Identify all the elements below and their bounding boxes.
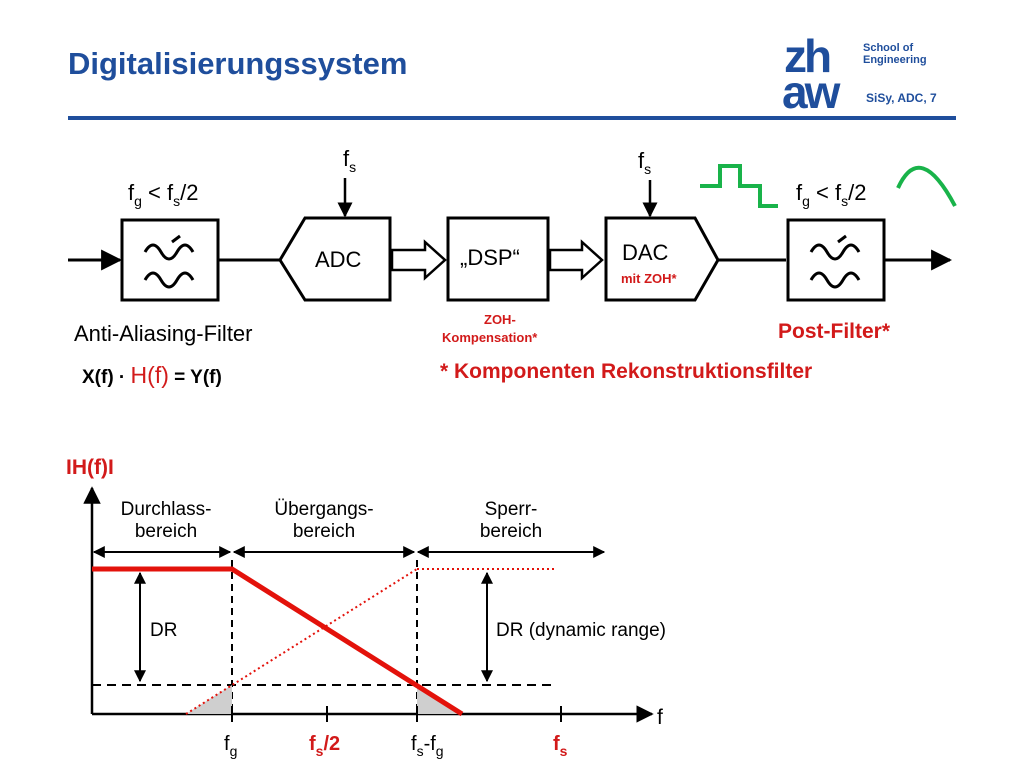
school-line-1: School of <box>863 42 914 54</box>
zhaw-logo-bottom: aw <box>782 66 840 118</box>
transition-band-label: Übergangs-bereich <box>274 499 374 542</box>
dac-label: DAC <box>622 240 669 265</box>
dac-block <box>604 216 720 302</box>
school-line-2: Engineering <box>863 54 927 66</box>
adc-to-dsp-arrow <box>390 239 447 281</box>
passband-label: Durchlass-bereich <box>120 499 212 542</box>
post-filter-block <box>786 218 886 302</box>
dac-fs-label: fs <box>638 148 652 177</box>
school-of-engineering-label: School of Engineering <box>863 42 927 66</box>
adc-block <box>278 216 392 302</box>
dac-zoh-sublabel: mit ZOH* <box>621 271 677 286</box>
x-axis-label: f <box>657 706 663 729</box>
stopband-label: Sperr-bereich <box>479 499 543 542</box>
smooth-signal-icon <box>896 165 957 207</box>
adc-fs-label: fs <box>343 146 357 175</box>
dr-left-label: DR <box>150 620 178 641</box>
output-bandwidth-condition: fg < fs/2 <box>796 180 867 209</box>
input-bandwidth-condition: fg < fs/2 <box>128 180 199 209</box>
reconstruction-filter-note: * Komponenten Rekonstruktionsfilter <box>440 360 813 383</box>
anti-aliasing-filter-block <box>120 218 220 302</box>
anti-aliasing-filter-label: Anti-Aliasing-Filter <box>74 321 253 346</box>
adc-label: ADC <box>315 247 362 272</box>
tick-label-fs: fs <box>553 733 568 759</box>
zoh-compensation-line2: Kompensation* <box>442 330 538 345</box>
zoh-compensation-line1: ZOH- <box>484 312 516 327</box>
tick-label-fg: fg <box>224 733 238 759</box>
filter-equation: X(f) · H(f) = Y(f) <box>82 362 222 388</box>
page-title: Digitalisierungssystem <box>68 46 408 81</box>
tick-label-fs-half: fs/2 <box>309 733 341 759</box>
dsp-block <box>446 216 550 302</box>
post-filter-label: Post-Filter* <box>778 320 891 343</box>
zhaw-logo-top: zh <box>784 30 832 82</box>
slide-reference: SiSy, ADC, 7 <box>866 91 937 105</box>
mirrored-response-slope <box>185 568 418 715</box>
dr-right-label: DR (dynamic range) <box>496 620 666 641</box>
header-rule <box>68 116 956 120</box>
tick-label-fs-minus-fg: fs-fg <box>411 733 444 759</box>
y-axis-label: IH(f)I <box>66 456 114 479</box>
filter-magnitude-response <box>92 566 464 717</box>
dsp-label: „DSP“ <box>460 245 520 270</box>
zoh-staircase-icon <box>700 164 778 208</box>
dsp-to-dac-arrow <box>548 239 604 281</box>
